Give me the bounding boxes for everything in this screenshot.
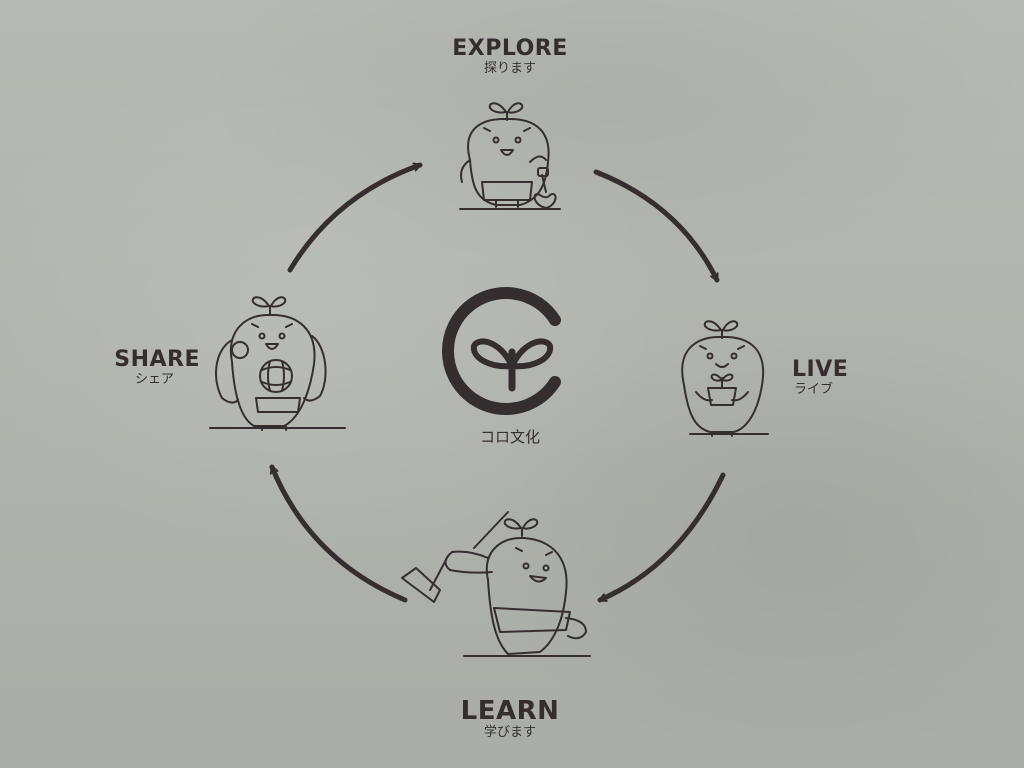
share-title: SHARE bbox=[114, 347, 200, 372]
live-subtitle: ライブ bbox=[794, 382, 834, 397]
stage-learn: LEARN 学びます bbox=[440, 697, 580, 741]
stage-share: SHARE シェア bbox=[70, 348, 200, 388]
sprout-c-logo-icon bbox=[441, 287, 561, 415]
mascot-with-shovel-icon bbox=[459, 102, 561, 210]
arrow-learn-to-share bbox=[269, 464, 408, 603]
mascot-with-ball-icon bbox=[209, 296, 346, 431]
explore-subtitle: 探ります bbox=[483, 61, 536, 76]
arrow-share-to-explore bbox=[287, 165, 423, 273]
share-subtitle: シェア bbox=[134, 372, 174, 387]
arrow-explore-to-live bbox=[593, 169, 720, 283]
mascot-holding-plant-icon bbox=[681, 320, 769, 437]
learn-title: LEARN bbox=[460, 696, 560, 726]
arrow-live-to-learn bbox=[597, 472, 726, 603]
stage-live: LIVE ライブ bbox=[792, 358, 882, 398]
live-title: LIVE bbox=[792, 357, 849, 382]
mascot-golfing-icon bbox=[401, 511, 591, 657]
learn-subtitle: 学びます bbox=[483, 725, 536, 740]
brand-name: コロ文化 bbox=[479, 428, 540, 446]
stage-explore: EXPLORE 探ります bbox=[440, 37, 580, 77]
explore-title: EXPLORE bbox=[452, 36, 568, 61]
